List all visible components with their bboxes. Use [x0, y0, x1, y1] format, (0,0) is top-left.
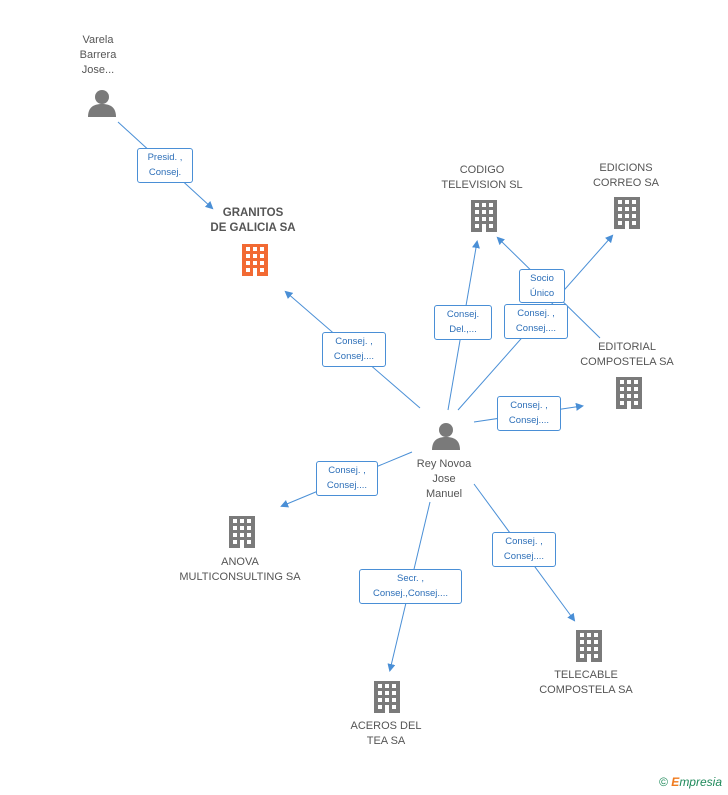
building-icon[interactable]	[471, 200, 497, 232]
building-icon[interactable]	[576, 630, 602, 662]
company-label-editorial[interactable]: EDITORIAL COMPOSTELA SA	[580, 341, 674, 368]
company-label-codigo[interactable]: CODIGO TELEVISION SL	[441, 164, 523, 191]
edge-label-rey-edicions: Consej. , Consej....	[504, 304, 568, 339]
building-icon-highlight[interactable]	[242, 244, 268, 276]
edge-label-rey-codigo: Consej. Del.,...	[434, 305, 492, 340]
copyright-symbol: ©	[659, 775, 668, 789]
edge-label-rey-anova: Consej. , Consej....	[316, 461, 378, 496]
edge-label-rey-aceros: Secr. , Consej.,Consej....	[359, 569, 462, 604]
building-icon[interactable]	[614, 197, 640, 229]
building-icon[interactable]	[374, 681, 400, 713]
edge-label-socio-unico: Socio Único	[519, 269, 565, 303]
edge-label-varela-granitos: Presid. , Consej.	[137, 148, 193, 183]
brand-logo: © Empresia	[659, 775, 722, 789]
edge-label-rey-granitos: Consej. , Consej....	[322, 332, 386, 367]
edge-label-rey-telecable: Consej. , Consej....	[492, 532, 556, 567]
brand-e: E	[671, 775, 680, 789]
person-label-rey[interactable]: Rey Novoa Jose Manuel	[416, 458, 472, 500]
person-icon[interactable]	[432, 423, 460, 450]
edge-label-rey-editorial: Consej. , Consej....	[497, 396, 561, 431]
company-label-telecable[interactable]: TELECABLE COMPOSTELA SA	[539, 669, 633, 696]
building-icon[interactable]	[616, 377, 642, 409]
building-icon[interactable]	[229, 516, 255, 548]
company-label-granitos[interactable]: GRANITOS DE GALICIA SA	[210, 207, 296, 234]
company-label-anova[interactable]: ANOVA MULTICONSULTING SA	[179, 556, 301, 583]
company-label-edicions[interactable]: EDICIONS CORREO SA	[592, 162, 659, 189]
company-label-aceros[interactable]: ACEROS DEL TEA SA	[350, 720, 422, 747]
person-label-varela[interactable]: Varela Barrera Jose...	[79, 34, 117, 76]
brand-name: mpresia	[679, 775, 722, 789]
person-icon[interactable]	[88, 90, 116, 117]
